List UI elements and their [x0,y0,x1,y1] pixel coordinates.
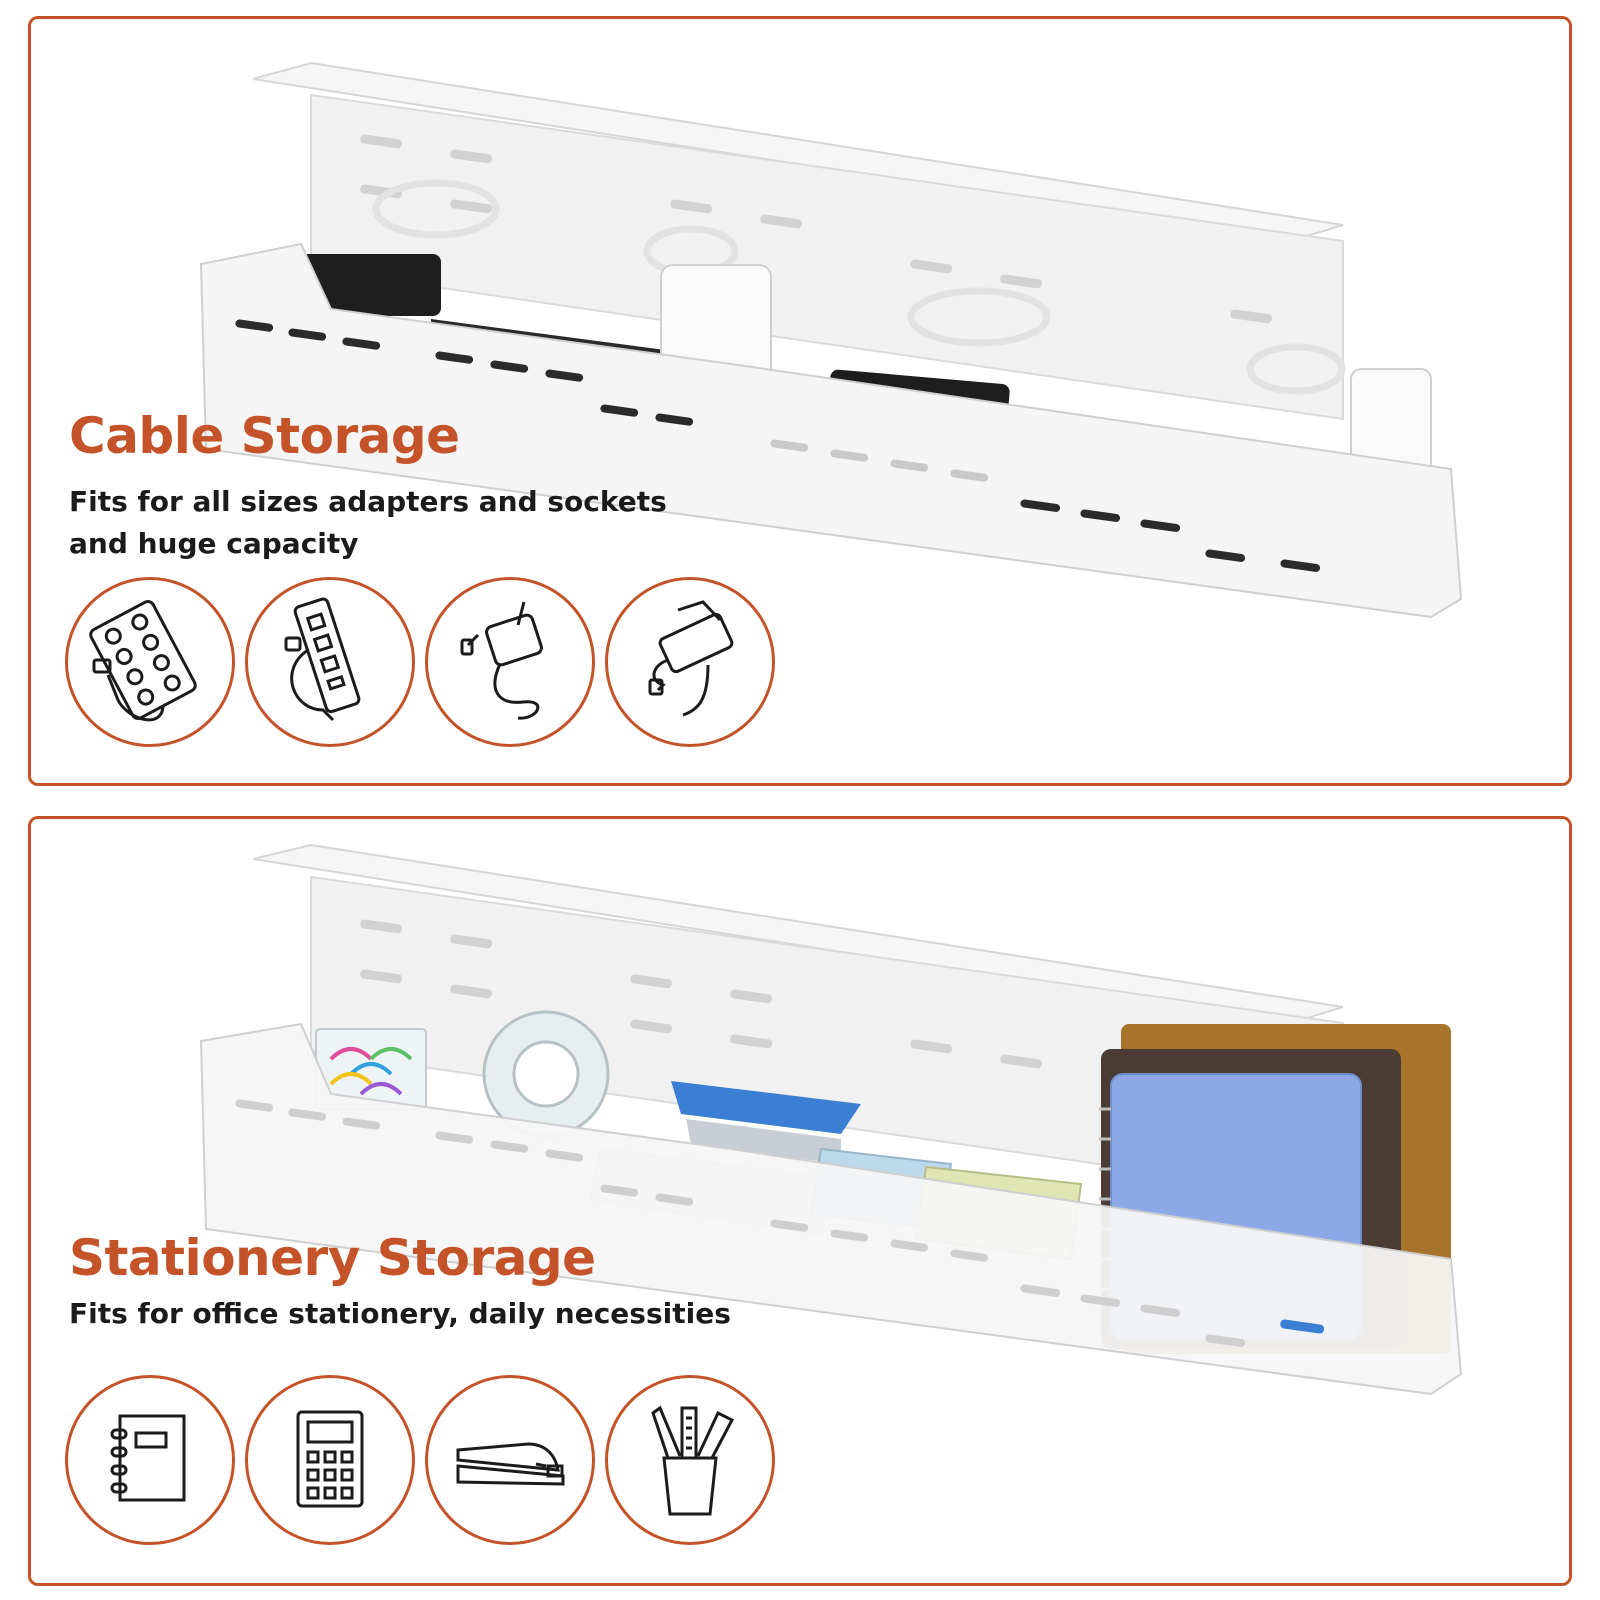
section-subtitle: Fits for all sizes adapters and sockets … [69,481,667,565]
notebook-icon [65,1375,235,1545]
section-title: Cable Storage [69,407,460,465]
subtitle-line: Fits for office stationery, daily necess… [69,1297,731,1330]
power-strip-icon [65,577,235,747]
stapler-icon [425,1375,595,1545]
surge-protector-icon [245,577,415,747]
stationery-storage-panel: Stationery Storage Fits for office stati… [28,816,1572,1586]
calculator-icon [245,1375,415,1545]
stationery-icon-row [65,1375,785,1547]
stationery-tray-product-image [199,843,1463,1396]
cable-storage-panel: Cable Storage Fits for all sizes adapter… [28,16,1572,786]
laptop-charger-icon [425,577,595,747]
section-subtitle: Fits for office stationery, daily necess… [69,1293,731,1335]
subtitle-line: and huge capacity [69,527,359,560]
pen-holder-icon [605,1375,775,1545]
cable-tray-product-image [199,61,1463,619]
power-adapter-icon [605,577,775,747]
cable-icon-row [65,577,785,749]
subtitle-line: Fits for all sizes adapters and sockets [69,485,667,518]
section-title: Stationery Storage [69,1229,596,1287]
